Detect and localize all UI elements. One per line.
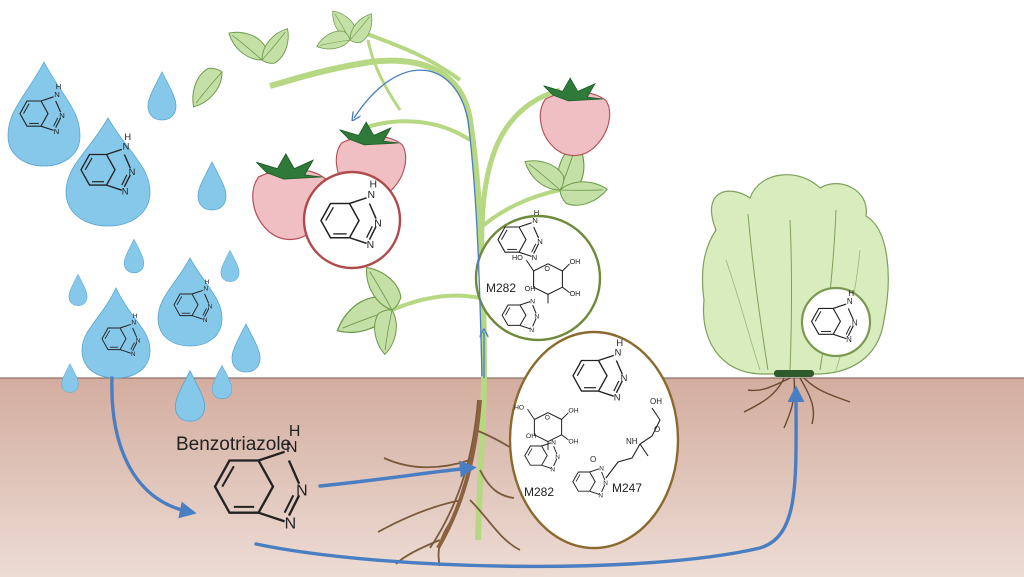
lettuce-molecule-circle	[800, 286, 872, 358]
root-metabolite-label-b: M247	[612, 481, 642, 495]
soil	[0, 378, 1024, 577]
xylem-arrow	[354, 69, 483, 377]
root-metabolite-ellipse	[508, 330, 680, 550]
atom-label: O	[590, 455, 596, 464]
strawberry-plant	[269, 26, 561, 541]
strawberry-molecule-circle	[302, 170, 402, 270]
atom-label: OH	[650, 397, 662, 406]
compound-name-label: Benzotriazole	[176, 434, 291, 455]
atom-label: NH	[626, 437, 638, 446]
root-metabolite-label-a: M282	[524, 485, 554, 499]
transport-arrows	[110, 376, 805, 569]
stem-metabolite-circle	[474, 214, 602, 342]
atom-label: O	[654, 425, 660, 434]
stem-metabolite-label: M282	[486, 281, 516, 295]
